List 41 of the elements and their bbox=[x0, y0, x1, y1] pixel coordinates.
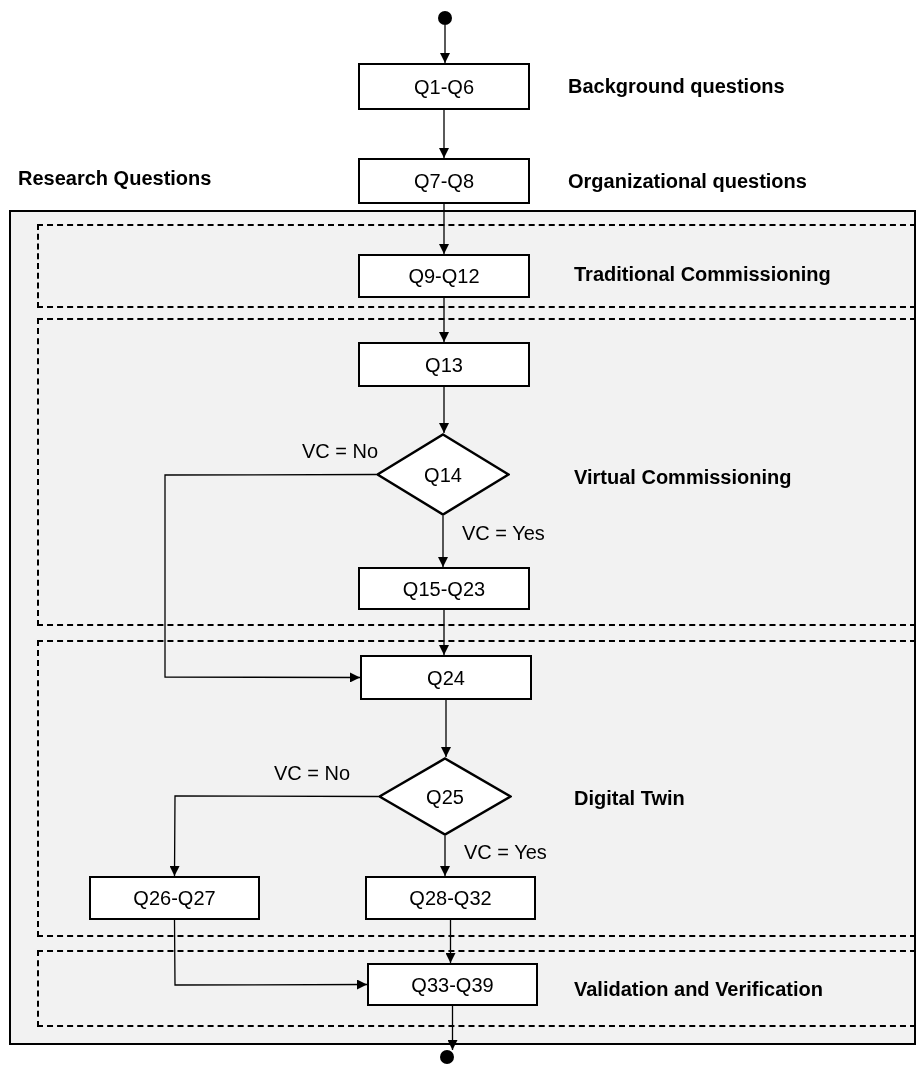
process-box: Q1-Q6 bbox=[358, 63, 530, 110]
edge-label: VC = No bbox=[300, 441, 381, 461]
arrow bbox=[173, 919, 368, 990]
decision-diamond: Q25 bbox=[378, 757, 512, 836]
process-box: Q15-Q23 bbox=[358, 567, 530, 610]
arrow bbox=[439, 609, 449, 656]
section-band bbox=[37, 950, 916, 1027]
edge-label: VC = Yes bbox=[460, 523, 547, 543]
arrow bbox=[441, 699, 451, 758]
section-band bbox=[37, 224, 916, 308]
section-band bbox=[37, 640, 916, 937]
section-heading: Digital Twin bbox=[574, 788, 685, 808]
arrow bbox=[445, 919, 456, 964]
start-node bbox=[438, 11, 452, 25]
section-band bbox=[37, 318, 916, 626]
stage-label: Background questions bbox=[568, 76, 785, 96]
arrow bbox=[440, 835, 450, 877]
arrow bbox=[438, 515, 448, 568]
process-box: Q9-Q12 bbox=[358, 254, 530, 298]
section-heading: Validation and Verification bbox=[574, 979, 823, 999]
arrow bbox=[439, 109, 449, 159]
end-node bbox=[440, 1050, 454, 1064]
stage-label: Organizational questions bbox=[568, 171, 807, 191]
process-box: Q7-Q8 bbox=[358, 158, 530, 204]
process-box: Q33-Q39 bbox=[367, 963, 538, 1006]
process-box: Q24 bbox=[360, 655, 532, 700]
edge-label: VC = Yes bbox=[462, 842, 549, 862]
arrow bbox=[164, 473, 377, 683]
process-box: Q13 bbox=[358, 342, 530, 387]
arrow bbox=[439, 203, 449, 255]
arrow bbox=[447, 1005, 458, 1051]
process-box: Q26-Q27 bbox=[89, 876, 260, 920]
section-heading: Research Questions bbox=[18, 168, 212, 188]
arrow bbox=[440, 24, 450, 64]
process-box: Q28-Q32 bbox=[365, 876, 536, 920]
arrow bbox=[439, 297, 449, 343]
arrow bbox=[439, 386, 449, 434]
section-heading: Virtual Commissioning bbox=[574, 467, 792, 487]
section-heading: Traditional Commissioning bbox=[574, 264, 831, 284]
arrow bbox=[169, 795, 379, 877]
edge-label: VC = No bbox=[272, 763, 353, 783]
